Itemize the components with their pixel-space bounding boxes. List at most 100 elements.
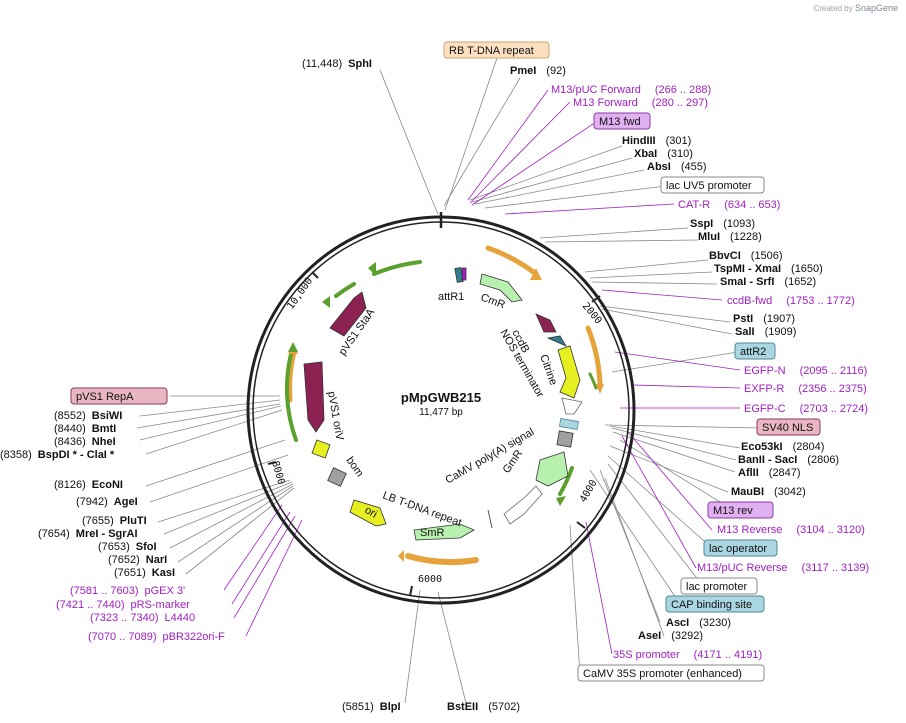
site-name: SspI <box>690 218 713 230</box>
site-position: (310) <box>667 148 693 160</box>
primer-range: (3104 .. 3120) <box>796 524 865 536</box>
site-position: (8436) <box>54 436 86 448</box>
svg-text:M13 Forward(280 .. 297): M13 Forward(280 .. 297) <box>573 97 708 109</box>
ori-arrow <box>349 499 387 527</box>
svg-text:M13/pUC Forward(266 .. 288): M13/pUC Forward(266 .. 288) <box>551 84 711 96</box>
svg-text:(7070 .. 7089)pBR322ori-F: (7070 .. 7089)pBR322ori-F <box>88 631 225 643</box>
site-name: AseI <box>638 630 661 642</box>
primer-range: (7581 .. 7603) <box>70 585 139 597</box>
feature-shapes <box>303 267 583 541</box>
feature-box-label: SV40 NLS <box>762 422 813 434</box>
primer-range: (634 .. 653) <box>724 199 780 211</box>
site-name: BbvCI <box>709 250 741 262</box>
primer-name: EGFP-C <box>744 403 786 415</box>
site-name: MreI - SgrAI <box>76 528 138 540</box>
svg-text:(7652)NarI: (7652)NarI <box>108 554 167 566</box>
site-position: (8440) <box>54 423 86 435</box>
site-name: BsiWI <box>92 410 123 422</box>
feature-box-label: CaMV 35S promoter (enhanced) <box>583 668 742 680</box>
svg-text:AscI(3230): AscI(3230) <box>666 617 731 629</box>
svg-text:CAT-R(634 .. 653): CAT-R (634 .. 653) <box>678 199 780 211</box>
cmr-arrow <box>479 273 523 303</box>
site-position: (8126) <box>54 479 86 491</box>
site-position: (7654) <box>38 528 70 540</box>
site-position: (7942) <box>76 496 108 508</box>
svg-text:Eco53kI(2804): Eco53kI(2804) <box>741 441 824 453</box>
primer-leader-lines <box>223 89 741 655</box>
feature-box-label: lac promoter <box>686 581 747 593</box>
primer-name: pGEX 3' <box>145 585 186 597</box>
site-name: XbaI <box>634 148 657 160</box>
svg-text:M13/pUC Reverse(3117 .. 3139): M13/pUC Reverse(3117 .. 3139) <box>697 562 869 574</box>
site-name: BmtI <box>92 423 116 435</box>
svg-text:ccdB-fwd(1753 .. 1772): ccdB-fwd(1753 .. 1772) <box>727 295 855 307</box>
svg-text:TspMI - XmaI(1650): TspMI - XmaI (1650) <box>714 263 823 275</box>
bom-label: bom <box>344 455 366 479</box>
svg-text:(7655)PluTI: (7655)PluTI <box>82 515 147 527</box>
site-name: NheI <box>92 436 116 448</box>
site-position: (1907) <box>763 313 795 325</box>
site-position: (3230) <box>699 617 731 629</box>
feature-boxes: RB T-DNA repeat M13 fwd lac UV5 promoter… <box>70 41 821 682</box>
feature-box-label: attR2 <box>740 346 766 358</box>
svg-text:BbvCI(1506): BbvCI(1506) <box>709 250 783 262</box>
svg-text:SspI(1093): SspI(1093) <box>690 218 755 230</box>
camv-polya-arrow <box>503 485 543 525</box>
primer-name: ccdB-fwd <box>727 295 772 307</box>
svg-text:35S promoter(4171 .. 4191): 35S promoter(4171 .. 4191) <box>613 649 762 661</box>
sites-right: PmeI(92) HindIII(301) XbaI(310) AbsI(455… <box>447 65 839 713</box>
primer-range: (266 .. 288) <box>655 84 711 96</box>
primer-name: M13 Forward <box>573 97 638 109</box>
ring-tick-label: 2000 <box>580 301 604 327</box>
site-name: TspMI - XmaI <box>714 263 781 275</box>
ring-ticks <box>267 271 601 597</box>
svg-text:(8126)EcoNI: (8126)EcoNI <box>54 479 123 491</box>
svg-text:SalI(1909): SalI(1909) <box>735 326 796 338</box>
primer-name: EGFP-N <box>744 365 786 377</box>
site-position: (3042) <box>774 486 806 498</box>
citrine-label: Citrine <box>537 353 559 387</box>
site-name: BanII - SacI <box>738 454 797 466</box>
arc-arrowheads <box>288 262 604 562</box>
site-name: SfoI <box>136 541 157 553</box>
ring-tick-label: 4000 <box>578 478 600 504</box>
site-position: (1650) <box>791 263 823 275</box>
site-position: (1652) <box>784 276 816 288</box>
ccdb-arrow <box>535 313 557 333</box>
svg-text:EGFP-C(2703 .. 2724): EGFP-C (2703 .. 2724) <box>744 403 868 415</box>
site-name: PmeI <box>510 65 536 77</box>
snapgene-logo-text: SnapGene <box>854 3 898 13</box>
primer-range: (2356 .. 2375) <box>798 383 867 395</box>
primer-range: (2095 .. 2116) <box>800 365 868 377</box>
site-name: MauBI <box>731 486 764 498</box>
svg-text:(8440)BmtI: (8440) BmtI <box>54 423 116 435</box>
sites-left: (11,448)SphI (8552)BsiWI (8440)BmtI (843… <box>0 58 401 713</box>
primer-range: (3117 .. 3139) <box>801 562 869 574</box>
site-name: BstEII <box>447 701 478 713</box>
svg-text:PmeI(92): PmeI(92) <box>510 65 566 77</box>
svg-text:AflII(2847): AflII(2847) <box>738 467 801 479</box>
svg-text:BanII - SacI(2806): BanII - SacI(2806) <box>738 454 839 466</box>
ori-label: ori <box>363 504 380 521</box>
orange-arc-feature <box>485 245 539 277</box>
feature-box-label: CAP binding site <box>671 599 752 611</box>
svg-text:M13 Reverse(3104 .. 3120): M13 Reverse(3104 .. 3120) <box>717 524 865 536</box>
oriv-marker <box>311 439 331 459</box>
feature-leader-lines <box>170 57 761 675</box>
primer-range: (7323 .. 7340) <box>90 612 159 624</box>
pvs1-staa-arrow <box>329 291 367 337</box>
ring-tick-label: 8000 <box>269 460 286 486</box>
primer-name: CAT-R <box>678 199 710 211</box>
site-name: BspDI * - ClaI * <box>38 449 115 461</box>
feature-box-label: M13 fwd <box>599 116 641 128</box>
lb-tdna-repeat-label: LB T-DNA repeat <box>381 490 463 530</box>
svg-text:EGFP-N(2095 .. 2116): EGFP-N (2095 .. 2116) <box>744 365 867 377</box>
primer-range: (2703 .. 2724) <box>800 403 869 415</box>
svg-text:(8358)BspDI * - ClaI *: (8358)BspDI * - ClaI * <box>0 449 115 461</box>
nos-terminator-marker <box>546 335 567 347</box>
orange-arc-feature <box>585 325 603 387</box>
site-name: Eco53kI <box>741 441 783 453</box>
ring-tick-label: 6000 <box>418 574 442 585</box>
orange-arc-feature <box>405 553 479 565</box>
site-position: (7652) <box>108 554 140 566</box>
